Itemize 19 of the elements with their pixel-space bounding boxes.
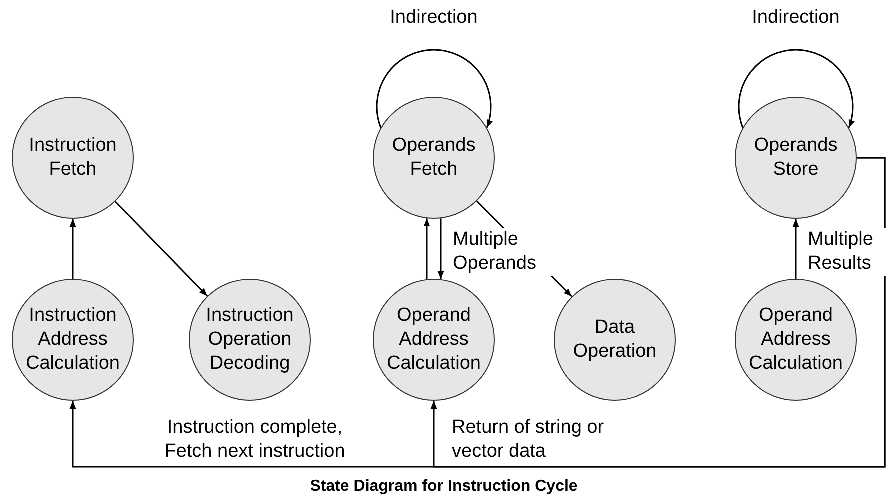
state-label: Operand Address Calculation xyxy=(748,304,844,376)
arrow xyxy=(738,49,854,128)
arrow xyxy=(376,49,492,128)
arrow xyxy=(70,219,76,279)
arrow xyxy=(438,218,444,280)
state-label: Operands Fetch xyxy=(391,134,477,182)
edge-label: Multiple Operands xyxy=(453,228,553,276)
state-label: Instruction Fetch xyxy=(28,134,118,182)
arrow xyxy=(424,218,430,280)
state-label: Operand Address Calculation xyxy=(386,304,482,376)
arrow xyxy=(115,201,208,297)
state-label: Instruction Address Calculation xyxy=(25,304,121,376)
state-label: Instruction Operation Decoding xyxy=(205,304,295,376)
diagram-caption: State Diagram for Instruction Cycle xyxy=(310,478,578,495)
state-label: Operands Store xyxy=(753,134,839,182)
state-label: Data Operation xyxy=(572,316,658,364)
arrow xyxy=(792,219,800,279)
edge-label: Multiple Results xyxy=(808,228,886,276)
arrow xyxy=(430,157,886,468)
